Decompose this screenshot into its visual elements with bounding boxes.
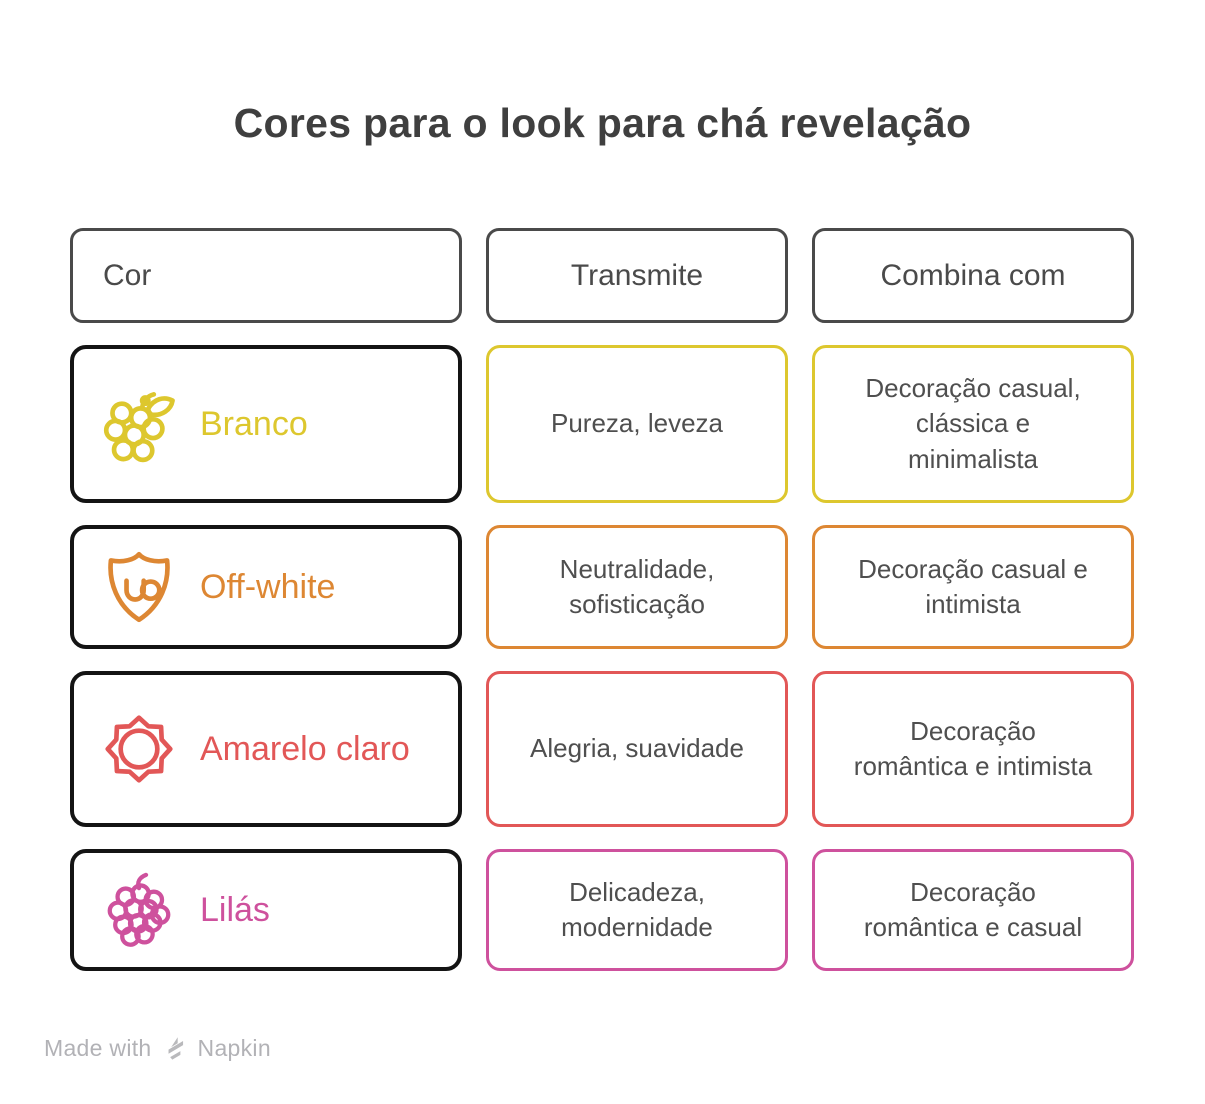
napkin-logo-icon [161,1034,189,1062]
header-label: Transmite [570,258,704,292]
color-cell-lilas: Lilás [70,849,462,971]
page-title: Cores para o look para chá revelação [233,100,972,146]
color-name: Off-white [200,567,336,606]
color-name: Amarelo claro [200,729,410,768]
transmite-text: Pureza, leveza [551,408,723,439]
color-cell-off-white: Off-white [70,525,462,649]
combina-cell: Decoração romântica e casual [812,849,1134,971]
color-name: Lilás [200,890,270,929]
color-cell-amarelo-claro: Amarelo claro [70,671,462,827]
sun-icon [100,710,178,788]
combina-text: Decoração casual, clássica e minimalista [865,372,1081,474]
combina-text: Decoração romântica e intimista [853,715,1093,781]
header-cell-transmite: Transmite [486,228,788,323]
header-label: Combina com [880,258,1066,292]
made-with-text: Made with [44,1034,152,1061]
color-table: Cor Transmite Combina com [70,228,1134,971]
made-with-napkin-credit: Made with Napkin [44,1034,271,1062]
transmite-cell: Neutralidade, sofisticação [486,525,788,649]
combina-cell: Decoração casual, clássica e minimalista [812,345,1134,503]
transmite-text: Alegria, suavidade [530,733,744,764]
raspberry-icon [100,871,178,949]
grapes-icon [100,385,178,463]
transmite-cell: Pureza, leveza [486,345,788,503]
transmite-text: Delicadeza, modernidade [561,876,713,942]
header-cell-combina-com: Combina com [812,228,1134,323]
combina-cell: Decoração romântica e intimista [812,671,1134,827]
combina-text: Decoração casual e intimista [858,553,1088,619]
transmite-cell: Delicadeza, modernidade [486,849,788,971]
shield-uo-icon [100,548,178,626]
color-cell-branco: Branco [70,345,462,503]
combina-text: Decoração romântica e casual [863,876,1083,942]
transmite-text: Neutralidade, sofisticação [559,553,715,619]
combina-cell: Decoração casual e intimista [812,525,1134,649]
napkin-brand-text: Napkin [197,1034,271,1061]
header-label: Cor [103,258,152,292]
color-name: Branco [200,404,308,443]
header-cell-cor: Cor [70,228,462,323]
transmite-cell: Alegria, suavidade [486,671,788,827]
